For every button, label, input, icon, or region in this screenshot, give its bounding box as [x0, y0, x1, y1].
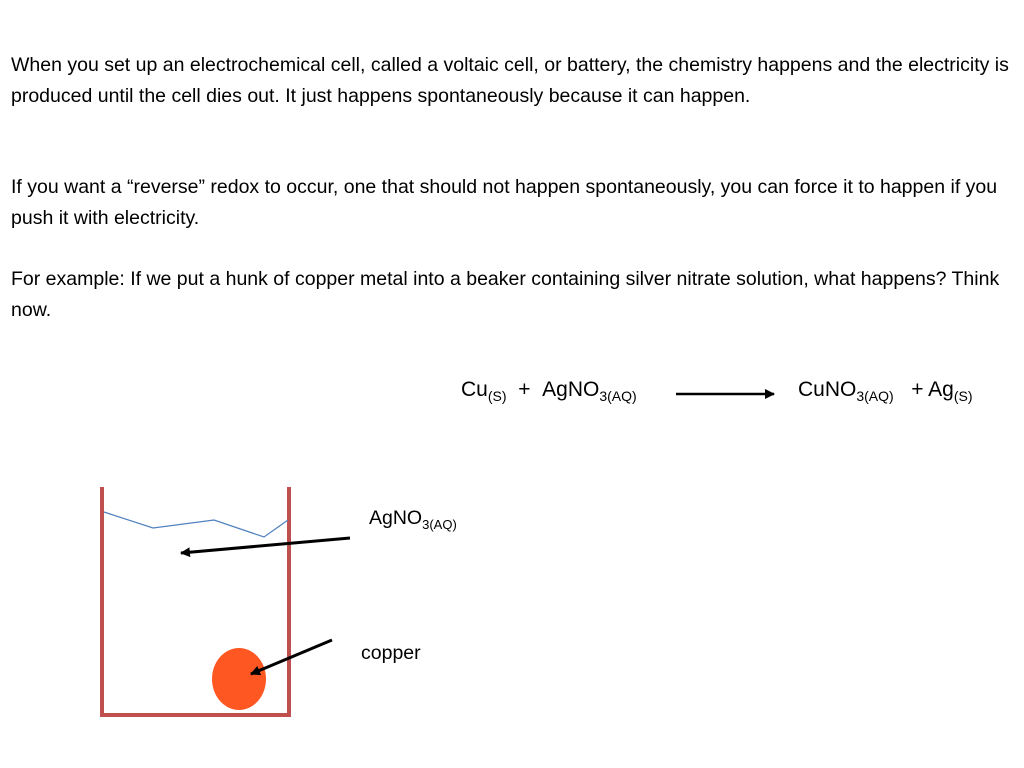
- intro-paragraph: When you set up an electrochemical cell,…: [11, 54, 1009, 107]
- reactant-agno3: AgNO: [542, 378, 600, 401]
- reactant-cu: Cu: [461, 378, 488, 401]
- equation-plus: +: [518, 378, 531, 401]
- liquid-surface-line: [103, 511, 289, 538]
- reverse-redox-paragraph: If you want a “reverse” redox to occur, …: [11, 176, 998, 229]
- product-cuno3: CuNO: [798, 378, 857, 401]
- equation-products: CuNO3(AQ) + Ag(S): [798, 377, 973, 403]
- solution-pointer-arrow: [180, 536, 351, 558]
- solution-label: AgNO3(AQ): [369, 506, 457, 532]
- product-ag-state: (S): [953, 388, 973, 404]
- equation-reactants: Cu(S) + AgNO3(AQ): [461, 377, 637, 403]
- copper-pointer-arrow: [250, 638, 333, 676]
- beaker: [100, 487, 291, 717]
- copper-lump: [212, 648, 266, 710]
- product-ag: + Ag: [911, 378, 954, 401]
- solution-label-formula: AgNO: [369, 507, 423, 529]
- reactant-cu-state: (S): [487, 388, 507, 404]
- solution-label-state: 3(AQ): [422, 517, 457, 532]
- example-paragraph: For example: If we put a hunk of copper …: [11, 268, 1000, 321]
- reactant-agno3-state: 3(AQ): [599, 388, 637, 404]
- copper-label: copper: [361, 642, 421, 664]
- product-cuno3-state: 3(AQ): [856, 388, 894, 404]
